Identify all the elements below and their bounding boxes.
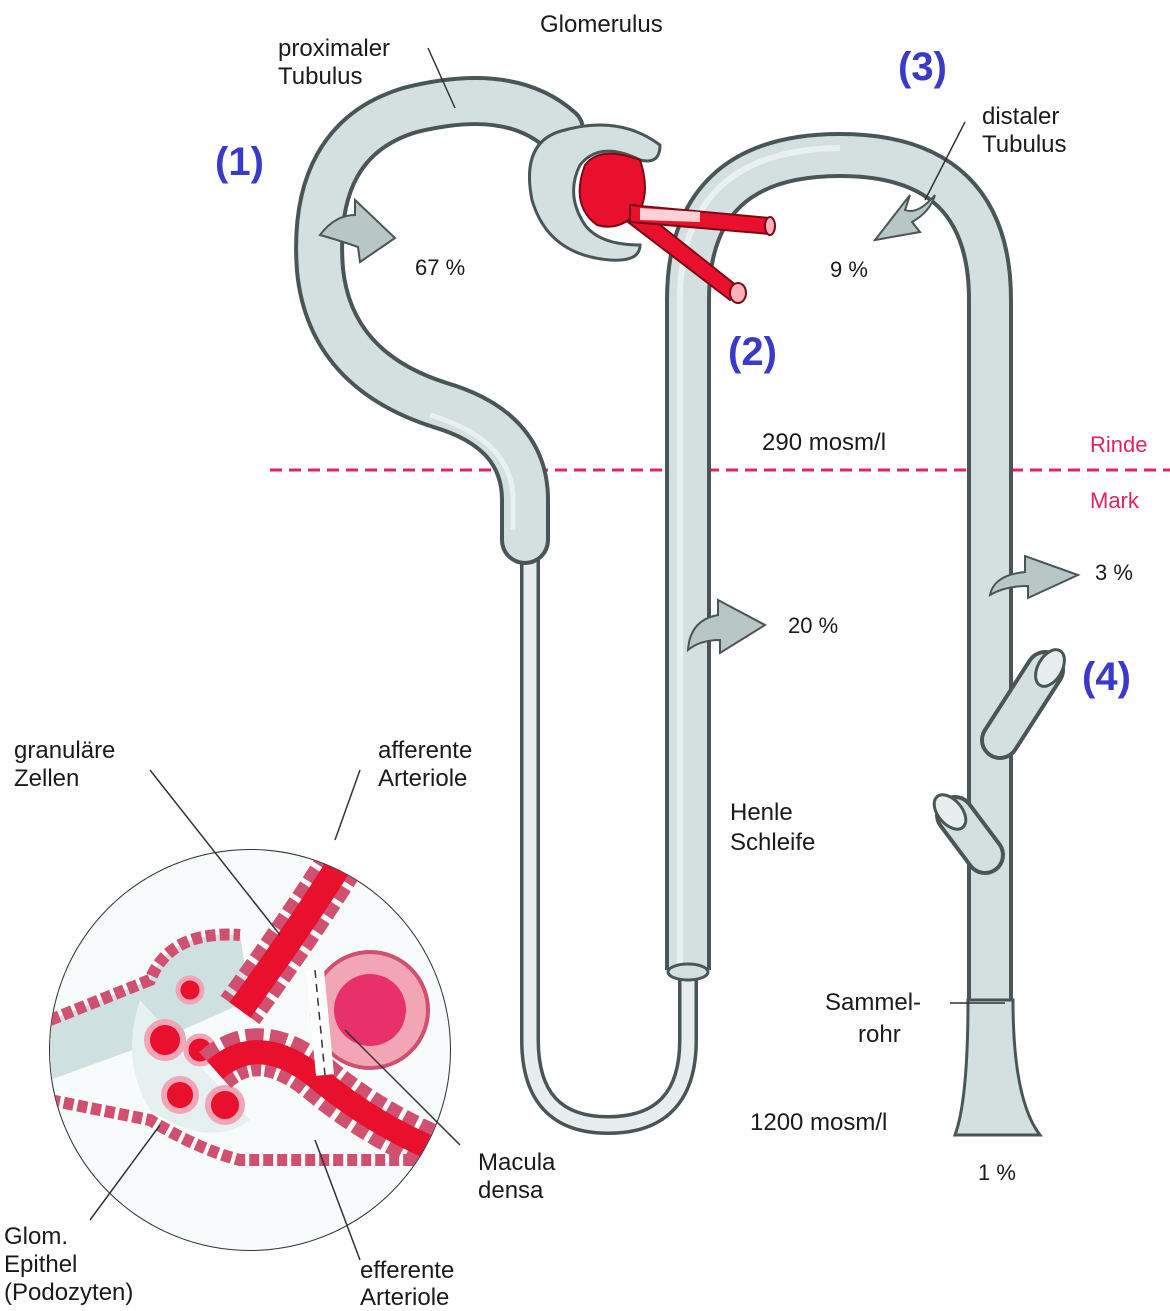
mark-label: Mark xyxy=(1090,488,1140,513)
distal-label-line2: Tubulus xyxy=(982,131,1067,158)
reabsorption-distal: 9 % xyxy=(830,257,868,282)
arrow-distal xyxy=(875,195,935,240)
step-number-4: (4) xyxy=(1082,655,1131,699)
step-number-3: (3) xyxy=(898,45,947,89)
efferent-label-line2: Arteriole xyxy=(360,1284,449,1311)
glomerulus xyxy=(529,125,775,303)
efferent-label-line1: efferente xyxy=(360,1257,454,1284)
henle-label-line2: Schleife xyxy=(730,829,815,856)
osmolarity-medulla: 1200 mosm/l xyxy=(750,1109,887,1136)
granular-label-line1: granuläre xyxy=(14,737,115,764)
rinde-label: Rinde xyxy=(1090,432,1147,457)
glom-epithel-label-line1: Glom. xyxy=(4,1223,68,1250)
henle-loop-thin-segment xyxy=(530,520,688,1125)
juxtaglomerular-inset xyxy=(50,830,460,1250)
excretion-final: 1 % xyxy=(978,1160,1016,1185)
distal-label-line1: distaler xyxy=(982,103,1059,130)
glom-epithel-label-line2: Epithel xyxy=(4,1251,77,1278)
sammelrohr-label-line2: rohr xyxy=(858,1021,901,1048)
step-number-2: (2) xyxy=(728,330,777,374)
afferent-label-line1: afferente xyxy=(378,737,472,764)
glom-epithel-label-line3: (Podozyten) xyxy=(4,1279,133,1306)
reabsorption-proximal: 67 % xyxy=(415,255,465,280)
afferent-label-line2: Arteriole xyxy=(378,765,467,792)
reabsorption-collecting: 3 % xyxy=(1095,560,1133,585)
granular-label-line2: Zellen xyxy=(14,765,79,792)
step-number-1: (1) xyxy=(215,140,264,184)
reabsorption-henle: 20 % xyxy=(788,613,838,638)
glomerulus-label: Glomerulus xyxy=(540,11,663,38)
sammelrohr-label-line1: Sammel- xyxy=(825,989,921,1016)
proximal-label-line1: proximaler xyxy=(278,35,390,62)
macula-label-line2: densa xyxy=(478,1177,544,1204)
macula-label-line1: Macula xyxy=(478,1149,556,1176)
osmolarity-cortex: 290 mosm/l xyxy=(762,429,886,456)
proximal-tubule xyxy=(319,101,560,540)
proximal-label-line2: Tubulus xyxy=(278,63,363,90)
collecting-duct-outlet xyxy=(955,1000,1040,1135)
henle-label-line1: Henle xyxy=(730,799,793,826)
